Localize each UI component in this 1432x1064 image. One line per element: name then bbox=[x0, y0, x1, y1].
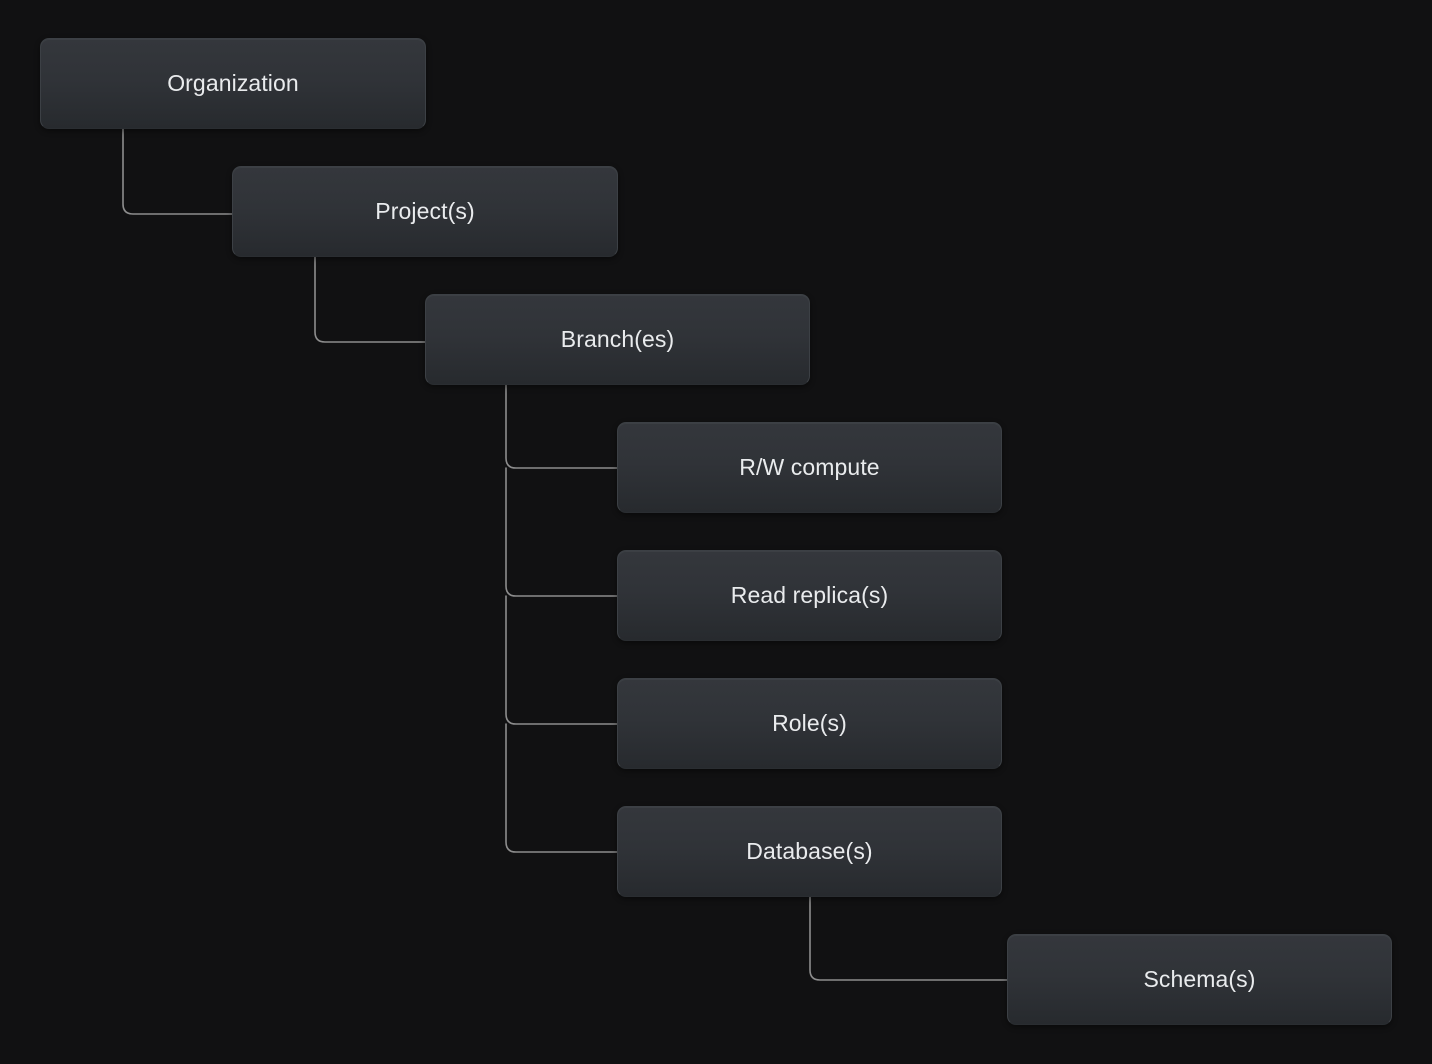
node-label-role: Role(s) bbox=[772, 710, 847, 736]
node-label-rw-compute: R/W compute bbox=[739, 454, 880, 480]
node-label-organization: Organization bbox=[167, 70, 299, 96]
node-read-replica[interactable]: Read replica(s) bbox=[617, 550, 1002, 641]
connector-project-to-branch bbox=[314, 256, 426, 343]
node-label-schema: Schema(s) bbox=[1143, 966, 1256, 992]
connector-branch-to-database bbox=[505, 723, 618, 853]
node-label-branch: Branch(es) bbox=[560, 326, 675, 352]
connector-branch-to-rwcompute bbox=[505, 384, 618, 469]
node-database[interactable]: Database(s) bbox=[617, 806, 1002, 897]
node-organization[interactable]: Organization bbox=[40, 38, 426, 129]
node-rw-compute[interactable]: R/W compute bbox=[617, 422, 1002, 513]
connector-branch-to-role bbox=[505, 595, 618, 725]
node-label-project: Project(s) bbox=[375, 198, 475, 224]
connector-database-to-schema bbox=[809, 896, 1008, 981]
node-label-read-replica: Read replica(s) bbox=[730, 582, 889, 608]
connector-branch-to-replica bbox=[505, 467, 618, 597]
connector-org-to-project bbox=[122, 128, 233, 215]
node-role[interactable]: Role(s) bbox=[617, 678, 1002, 769]
node-branch[interactable]: Branch(es) bbox=[425, 294, 810, 385]
node-label-database: Database(s) bbox=[746, 838, 873, 864]
node-schema[interactable]: Schema(s) bbox=[1007, 934, 1392, 1025]
node-project[interactable]: Project(s) bbox=[232, 166, 618, 257]
